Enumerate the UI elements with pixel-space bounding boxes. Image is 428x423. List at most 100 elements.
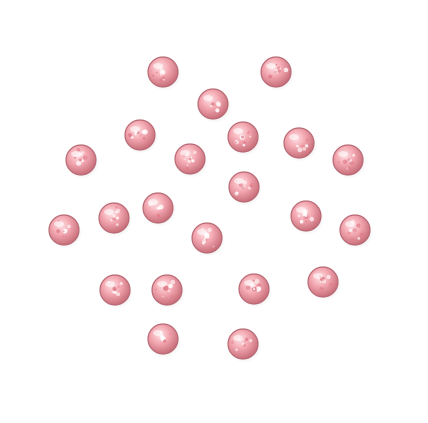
glitter-fleck	[236, 191, 239, 194]
glitter-fleck	[357, 237, 361, 240]
glitter-fleck	[116, 216, 119, 220]
glitter-fleck	[207, 227, 212, 233]
glitter-fleck	[160, 335, 166, 340]
glitter-fleck	[297, 147, 303, 153]
glitter-fleck	[160, 68, 163, 71]
cabochon	[260, 56, 295, 91]
cabochon-highlight	[71, 151, 81, 157]
cabochon-highlight	[153, 330, 163, 336]
glitter-fleck	[152, 74, 155, 77]
glitter-fleck	[326, 274, 331, 280]
cabochon	[339, 214, 374, 249]
glitter-fleck	[112, 214, 116, 218]
glitter-fleck	[342, 159, 348, 165]
glitter-fleck	[142, 136, 146, 140]
glitter-fleck	[158, 206, 161, 210]
glitter-fleck	[139, 134, 142, 137]
cabochon-highlight	[289, 134, 299, 140]
glitter-fleck	[247, 186, 251, 190]
glitter-fleck	[277, 66, 281, 70]
glitter-fleck	[216, 102, 222, 108]
cabochon	[65, 144, 100, 179]
glitter-fleck	[243, 340, 246, 343]
glitter-fleck	[215, 108, 220, 113]
cabochon	[191, 222, 226, 257]
glitter-fleck	[56, 229, 61, 234]
cabochon	[48, 214, 83, 249]
glitter-fleck	[185, 167, 189, 171]
cabochon	[197, 88, 232, 123]
glitter-fleck	[242, 143, 246, 147]
glitter-fleck	[211, 102, 215, 106]
cabochon-dome	[283, 127, 315, 159]
glitter-fleck	[162, 76, 166, 80]
cabochon-highlight	[148, 199, 158, 205]
glitter-fleck	[321, 287, 324, 290]
glitter-fleck	[337, 161, 340, 164]
glitter-fleck	[235, 348, 238, 352]
cabochon	[147, 56, 182, 91]
glitter-fleck	[186, 164, 189, 167]
cabochon-highlight	[105, 281, 115, 287]
glitter-fleck	[305, 215, 308, 217]
glitter-fleck	[243, 141, 247, 144]
glitter-fleck	[155, 71, 158, 74]
glitter-fleck	[62, 235, 64, 238]
cabochon	[307, 266, 342, 301]
glitter-fleck	[190, 156, 193, 159]
glitter-fleck	[78, 158, 82, 162]
glitter-fleck	[117, 285, 120, 288]
cabochon	[99, 274, 134, 309]
glitter-fleck	[320, 290, 324, 295]
cabochon-highlight	[153, 63, 163, 69]
glitter-fleck	[191, 159, 195, 163]
glitter-fleck	[142, 129, 148, 135]
glitter-fleck	[241, 186, 245, 190]
glitter-fleck	[188, 157, 192, 161]
glitter-fleck	[241, 135, 245, 139]
cabochon	[98, 202, 133, 237]
glitter-fleck	[112, 286, 117, 291]
glitter-fleck	[309, 216, 315, 222]
glitter-fleck	[205, 238, 208, 241]
cabochon-highlight	[54, 221, 64, 227]
cabochon-highlight	[157, 281, 167, 287]
glitter-fleck	[170, 279, 176, 285]
glitter-fleck	[347, 158, 351, 162]
glitter-fleck	[301, 144, 304, 147]
glitter-fleck	[356, 223, 361, 228]
cabochon	[228, 171, 263, 206]
glitter-fleck	[319, 280, 322, 283]
glitter-fleck	[249, 184, 252, 188]
glitter-fleck	[115, 206, 118, 209]
glitter-fleck	[283, 67, 289, 73]
cabochon-highlight	[313, 273, 323, 279]
glitter-fleck	[128, 133, 132, 138]
cabochon	[142, 192, 177, 227]
cabochon-highlight	[266, 63, 276, 69]
glitter-fleck	[82, 156, 86, 159]
cabochon-highlight	[233, 335, 243, 341]
glitter-fleck	[249, 135, 252, 138]
cabochon-highlight	[233, 128, 243, 134]
glitter-fleck	[155, 288, 157, 291]
glitter-fleck	[322, 279, 327, 284]
glitter-fleck	[67, 224, 71, 229]
glitter-fleck	[277, 69, 281, 73]
glitter-fleck	[184, 158, 186, 161]
glitter-fleck	[113, 218, 116, 221]
glitter-fleck	[162, 295, 164, 298]
glitter-fleck	[248, 130, 250, 133]
glitter-fleck	[305, 220, 307, 223]
cabochon-highlight	[104, 209, 114, 215]
glitter-fleck	[243, 180, 248, 185]
glitter-fleck	[347, 231, 351, 235]
glitter-fleck	[116, 292, 121, 297]
glitter-fleck	[257, 290, 259, 293]
glitter-fleck	[65, 235, 67, 238]
glitter-fleck	[163, 285, 169, 291]
glitter-fleck	[130, 136, 134, 139]
glitter-fleck	[116, 208, 121, 213]
